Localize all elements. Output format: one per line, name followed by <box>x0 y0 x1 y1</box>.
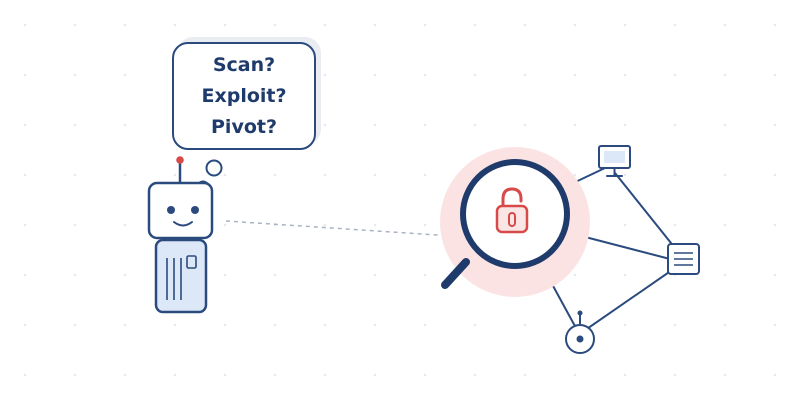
speech-line-exploit: Exploit? <box>201 84 287 107</box>
robot-eye-right <box>191 206 199 214</box>
padlock-keyhole <box>508 212 516 227</box>
dashed-connection-line <box>225 220 453 237</box>
padlock-body <box>495 204 529 234</box>
robot-body-panel <box>186 255 197 269</box>
robot-icon <box>147 156 214 314</box>
sensor-device-icon <box>565 310 595 354</box>
server-icon <box>667 243 700 275</box>
robot-head <box>147 181 214 240</box>
speech-line-pivot: Pivot? <box>211 115 277 138</box>
speech-line-scan: Scan? <box>212 53 276 76</box>
magnifier-handle <box>441 258 470 289</box>
monitor-icon <box>598 145 631 177</box>
padlock-shackle <box>501 187 523 208</box>
robot-antenna-light <box>176 156 184 164</box>
robot-smile <box>173 221 193 227</box>
thought-bubble-circle <box>205 159 223 177</box>
robot-eye-left <box>167 206 175 214</box>
speech-bubble: Scan? Exploit? Pivot? <box>172 42 316 150</box>
unlocked-padlock-icon <box>495 187 529 234</box>
